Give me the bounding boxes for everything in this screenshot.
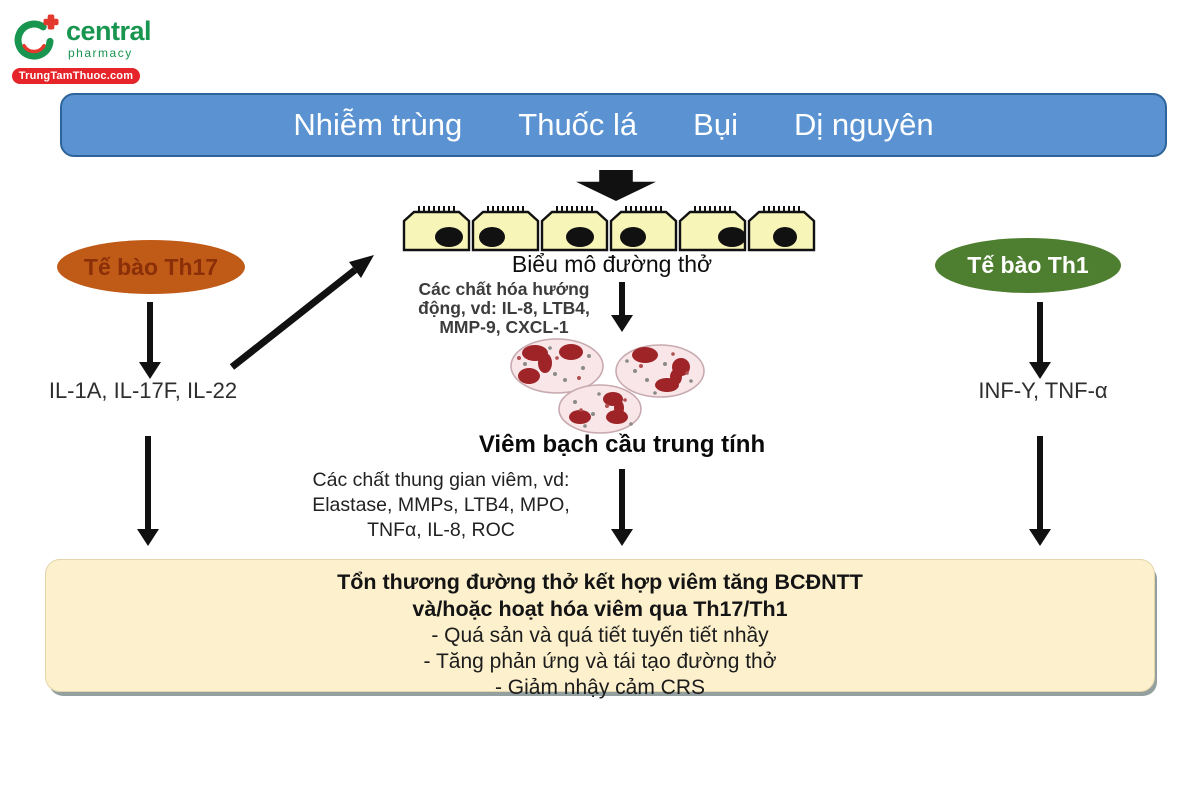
logo-name: central <box>66 16 152 46</box>
outcome-line-5: - Giảm nhậy cảm CRS <box>494 676 706 699</box>
arrow-th17-to-cytokines <box>139 302 161 379</box>
trigger-infection: Nhiễm trùng <box>293 107 463 142</box>
mediators-text: Các chất thung gian viêm, vd: Elastase, … <box>312 469 570 541</box>
chemoattractants-text: Các chất hóa hướng động, vd: IL-8, LTB4,… <box>418 279 590 337</box>
arrow-th17-to-outcome <box>137 436 159 546</box>
brand-logo: central pharmacy TrungTamThuoc.com <box>10 12 160 84</box>
arrow-epithelium-to-neutrophils <box>611 282 633 332</box>
outcome-line-4: - Tăng phản ứng và tái tạo đường thở <box>423 650 777 673</box>
trigger-dust: Bụi <box>693 107 738 142</box>
neutrophilic-inflammation-label: Viêm bạch cầu trung tính <box>478 431 766 458</box>
outcome-line-2: và/hoặc hoạt hóa viêm qua Th17/Th1 <box>412 597 788 621</box>
pharmacy-logo-icon <box>10 12 62 64</box>
th17-cytokines-text: IL-1A, IL-17F, IL-22 <box>48 378 238 403</box>
trigger-allergen: Dị nguyên <box>793 107 934 142</box>
block-down-arrow <box>576 170 656 201</box>
outcome-box: Tổn thương đường thở kết hợp viêm tăng B… <box>45 559 1155 699</box>
logo-subtitle: pharmacy <box>68 46 133 60</box>
epithelium-cells-graphic <box>402 206 816 252</box>
th17-cell-node: Tế bào Th17 <box>57 240 245 294</box>
arrow-th1-to-cytokines <box>1029 302 1051 379</box>
th1-cell-node: Tế bào Th1 <box>935 238 1121 293</box>
trigger-tobacco: Thuốc lá <box>518 107 638 142</box>
outcome-line-3: - Quá sản và quá tiết tuyến tiết nhầy <box>431 624 769 647</box>
arrow-neutrophils-to-outcome <box>611 469 633 546</box>
th1-cytokines-text: INF-Y, TNF-α <box>978 378 1108 403</box>
triggers-bar: Nhiễm trùng Thuốc lá Bụi Dị nguyên <box>60 93 1167 157</box>
epithelium-label: Biểu mô đường thở <box>511 251 713 277</box>
logo-badge: TrungTamThuoc.com <box>12 68 140 84</box>
neutrophils-graphic <box>510 338 705 434</box>
arrow-th1-to-outcome <box>1029 436 1051 546</box>
arrow-diagonal-to-epithelium <box>229 255 374 370</box>
outcome-line-1: Tổn thương đường thở kết hợp viêm tăng B… <box>337 570 863 594</box>
